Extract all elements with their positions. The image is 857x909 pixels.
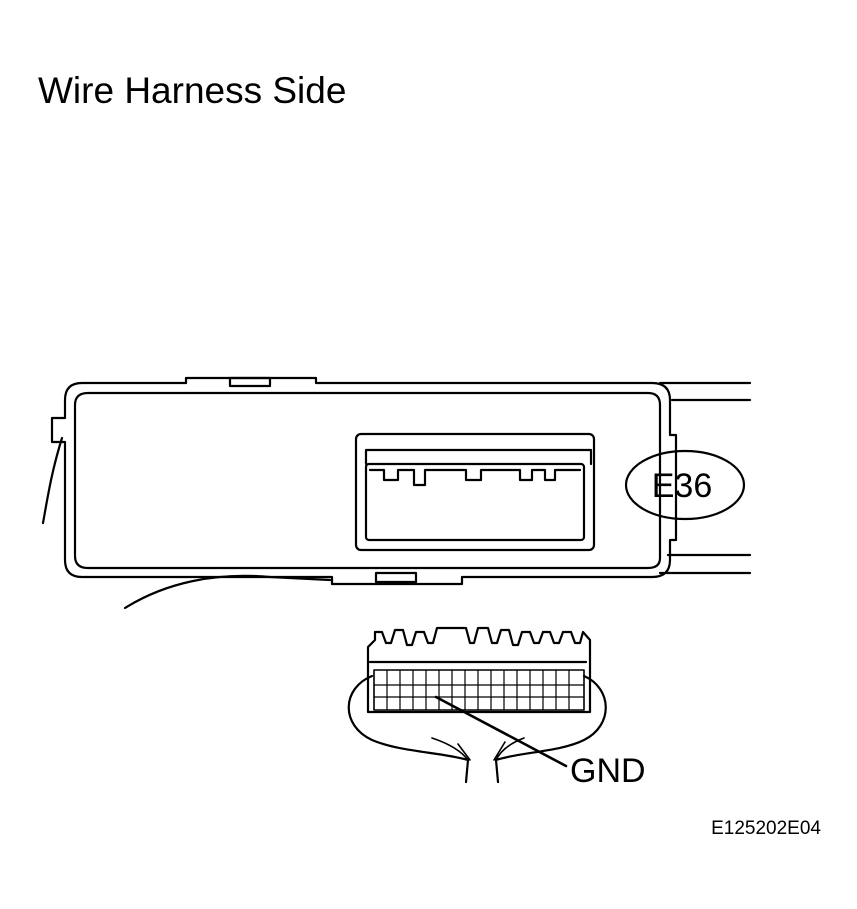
gnd-pin-label: GND [570,752,646,790]
diagram-title: Wire Harness Side [38,70,347,111]
gnd-leader-line [434,695,568,768]
connector-housing [50,376,678,586]
left-wire [41,436,64,525]
terminal-connector [347,626,607,784]
figure-code: E125202E04 [711,818,821,839]
connector-socket [354,432,596,552]
connector-id-callout [624,449,746,521]
harness-cables [658,381,752,575]
lower-wire [123,574,332,610]
connector-id-label: E36 [652,467,713,505]
